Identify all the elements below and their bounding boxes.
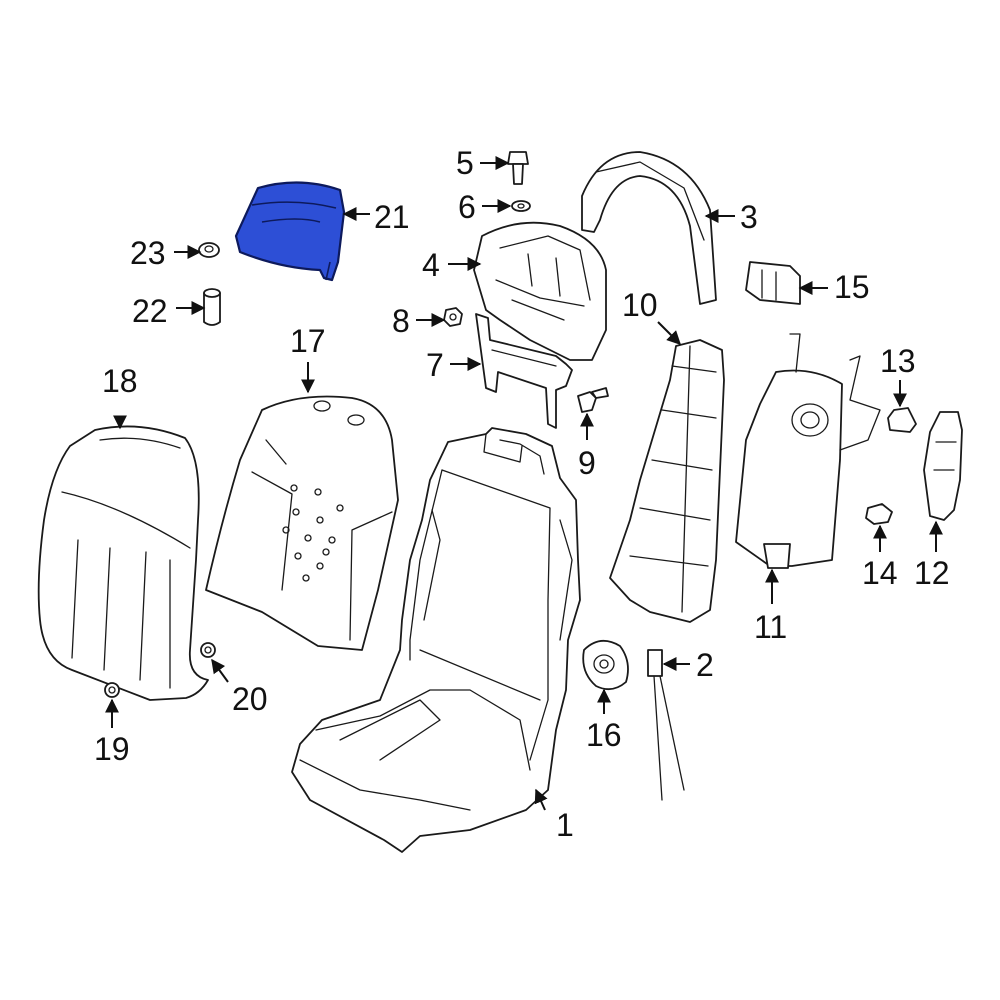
callout-18[interactable]: 18: [102, 363, 138, 399]
part-17-seatback-pad[interactable]: [205, 395, 399, 651]
callout-22[interactable]: 22: [132, 293, 168, 329]
callout-9[interactable]: 9: [578, 445, 596, 481]
part-7-bracket[interactable]: [475, 313, 573, 429]
part-6-washer[interactable]: [511, 200, 531, 212]
part-23-nut[interactable]: [198, 242, 220, 258]
callout-19[interactable]: 19: [94, 731, 130, 767]
part-9-bolt[interactable]: [577, 387, 609, 413]
part-19-clip[interactable]: [104, 682, 120, 698]
callout-20[interactable]: 20: [232, 681, 268, 717]
part-16-pad[interactable]: [582, 640, 629, 691]
part-1-seat-frame[interactable]: [291, 427, 581, 853]
callout-12[interactable]: 12: [914, 555, 950, 591]
callout-8[interactable]: 8: [392, 303, 410, 339]
part-21-headrest[interactable]: [234, 181, 346, 282]
callout-17[interactable]: 17: [290, 323, 326, 359]
callout-6[interactable]: 6: [458, 189, 476, 225]
part-11-module[interactable]: [735, 333, 881, 569]
callout-13[interactable]: 13: [880, 343, 916, 379]
part-12-sensor[interactable]: [923, 411, 963, 521]
callout-3[interactable]: 3: [740, 199, 758, 235]
part-8-nut[interactable]: [443, 307, 463, 327]
callout-15[interactable]: 15: [834, 269, 870, 305]
leader-lines: [105, 156, 943, 811]
part-4-back-panel[interactable]: [473, 221, 607, 361]
part-13-clip[interactable]: [887, 407, 917, 433]
part-10-support-mat[interactable]: [609, 339, 725, 623]
callout-11[interactable]: 11: [754, 609, 787, 645]
part-20-clip[interactable]: [200, 642, 216, 658]
part-15-connector[interactable]: [745, 261, 801, 305]
callout-23[interactable]: 23: [130, 235, 166, 271]
part-3-headrest-frame[interactable]: [581, 151, 717, 305]
callout-21[interactable]: 21: [374, 199, 410, 235]
callout-2[interactable]: 2: [696, 647, 714, 683]
callout-5[interactable]: 5: [456, 145, 474, 181]
callout-labels: 1 2 3 4 5 6 7 8 9 10 11 12 13 14 15 16 1…: [94, 145, 950, 843]
callout-16[interactable]: 16: [586, 717, 622, 753]
callout-1[interactable]: 1: [556, 807, 574, 843]
part-2-cable[interactable]: [647, 649, 685, 801]
part-5-bolt[interactable]: [507, 151, 529, 185]
callout-7[interactable]: 7: [426, 347, 444, 383]
callout-14[interactable]: 14: [862, 555, 898, 591]
part-22-sleeve[interactable]: [203, 288, 221, 326]
part-18-seatback-cover[interactable]: [37, 425, 209, 701]
part-14-clip[interactable]: [865, 503, 893, 525]
callout-4[interactable]: 4: [422, 247, 440, 283]
callout-10[interactable]: 10: [622, 287, 658, 323]
